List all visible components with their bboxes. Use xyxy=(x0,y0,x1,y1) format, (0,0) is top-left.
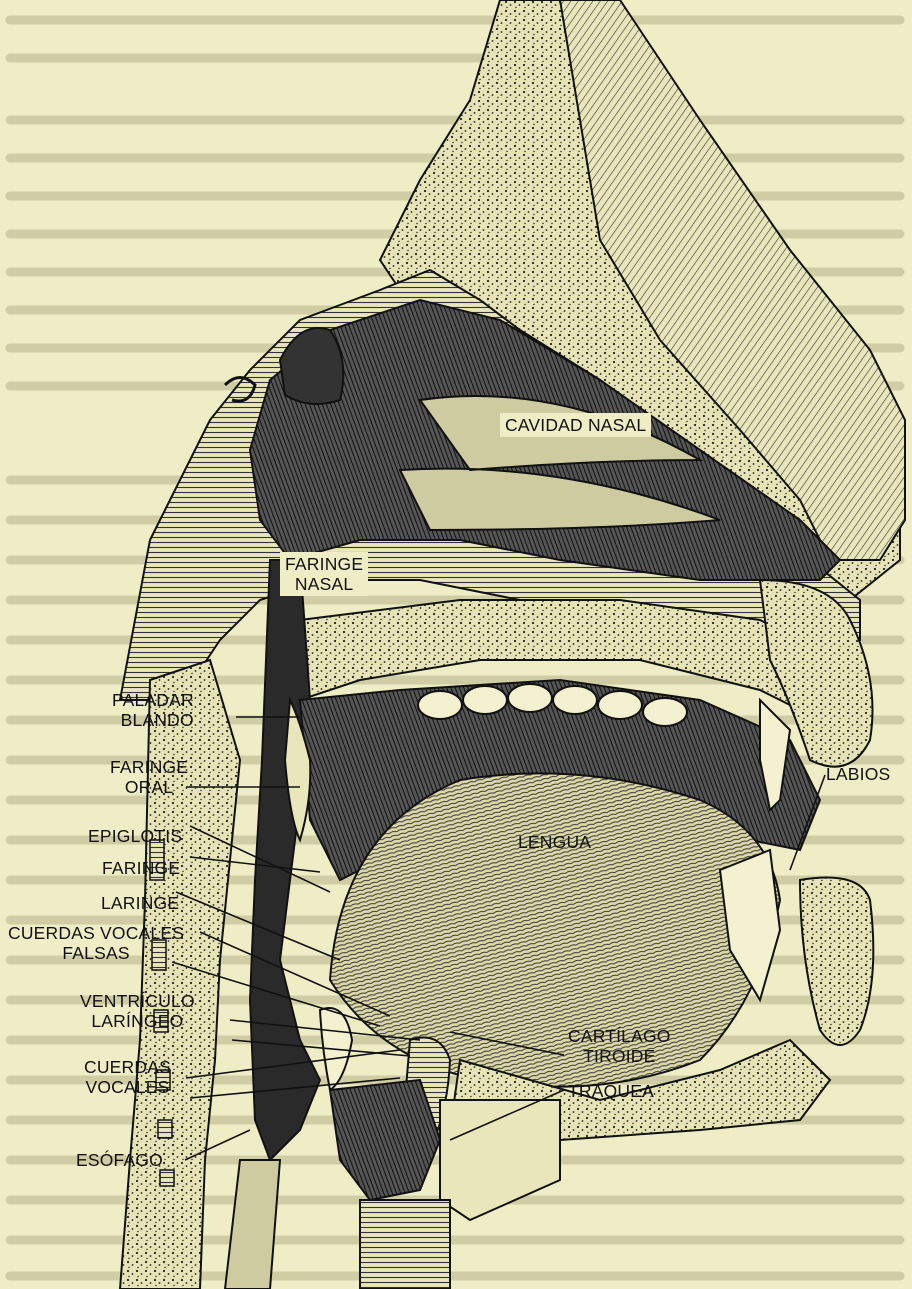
label-traquea: TRAQUEA xyxy=(568,1081,654,1101)
label-cuerdas-vocales-falsas: CUERDAS VOCALES FALSAS xyxy=(8,923,184,963)
trachea xyxy=(360,1200,450,1289)
label-vl-line2: LARÍNGEO xyxy=(80,1011,195,1031)
label-cuerdas-vocales: CUERDAS VOCALES xyxy=(84,1057,171,1097)
label-vl-line1: VENTRÍCULO xyxy=(80,991,195,1011)
label-paladar-blando-line2: BLANDO xyxy=(112,710,194,730)
label-faringe-nasal: FARINGE NASAL xyxy=(280,552,368,596)
label-faringe-nasal-line2: NASAL xyxy=(285,574,363,594)
label-faringe-nasal-line1: FARINGE xyxy=(285,554,363,574)
label-cartilago-tiroide: CARTÍLAGO TIROIDE xyxy=(568,1026,671,1066)
label-ventriculo-laringeo: VENTRÍCULO LARÍNGEO xyxy=(80,991,195,1031)
lower-lip xyxy=(800,878,873,1046)
label-cvf-line2: FALSAS xyxy=(8,943,184,963)
label-faringe-oral-line1: FARINGE xyxy=(110,757,188,777)
label-lengua: LENGUA xyxy=(518,832,591,852)
label-cv-line1: CUERDAS xyxy=(84,1057,171,1077)
label-faringe-oral-line2: ORAL xyxy=(110,777,188,797)
label-labios: LABIOS xyxy=(826,764,890,784)
label-faringe: FARINGE xyxy=(102,858,180,878)
cervical-spine xyxy=(120,660,240,1289)
label-paladar-blando-line1: PALADAR xyxy=(112,690,194,710)
larynx-interior xyxy=(330,1080,440,1200)
label-cavidad-nasal: CAVIDAD NASAL xyxy=(500,413,651,437)
label-epiglotis: EPIGLOTIS xyxy=(88,826,182,846)
esophagus xyxy=(225,1160,280,1289)
label-ct-line2: TIROIDE xyxy=(568,1046,671,1066)
label-cvf-line1: CUERDAS VOCALES xyxy=(8,923,184,943)
label-laringe: LARINGE xyxy=(101,893,179,913)
label-faringe-oral: FARINGE ORAL xyxy=(110,757,188,797)
label-ct-line1: CARTÍLAGO xyxy=(568,1026,671,1046)
label-cv-line2: VOCALES xyxy=(84,1077,171,1097)
tongue xyxy=(330,773,780,1086)
label-paladar-blando: PALADAR BLANDO xyxy=(112,690,194,730)
label-esofago: ESÓFAGO xyxy=(76,1150,163,1170)
